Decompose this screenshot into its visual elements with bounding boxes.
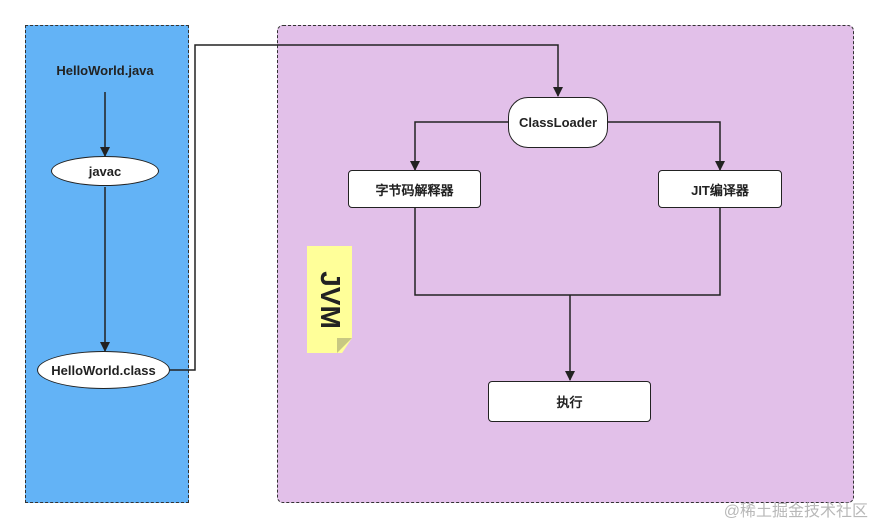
execute-node: 执行	[488, 381, 651, 422]
source-panel	[25, 25, 189, 503]
jit-compiler-node: JIT编译器	[658, 170, 782, 208]
class-file-node: HelloWorld.class	[37, 351, 170, 389]
connector-interpreter-down	[414, 207, 570, 296]
interpreter-label: 字节码解释器	[375, 182, 454, 198]
arrow-classloader-to-jit	[608, 121, 725, 171]
jvm-note-text: JVM	[307, 246, 352, 353]
javac-node: javac	[51, 156, 159, 186]
arrow-classloader-to-interpreter	[410, 121, 508, 171]
jit-compiler-label: JIT编译器	[691, 182, 749, 198]
interpreter-node: 字节码解释器	[348, 170, 481, 208]
javac-label: javac	[88, 163, 122, 179]
class-file-label: HelloWorld.class	[51, 362, 156, 378]
arrow-class-to-classloader	[168, 44, 563, 371]
classloader-node: ClassLoader	[508, 97, 608, 148]
jvm-note-label: JVM	[314, 270, 346, 329]
classloader-label: ClassLoader	[518, 115, 598, 130]
watermark: @稀土掘金技术社区	[723, 503, 868, 520]
java-file-label: HelloWorld.java	[56, 63, 154, 78]
jvm-note	[307, 246, 352, 353]
execute-label: 执行	[556, 395, 583, 410]
connector-jit-down	[570, 207, 721, 296]
